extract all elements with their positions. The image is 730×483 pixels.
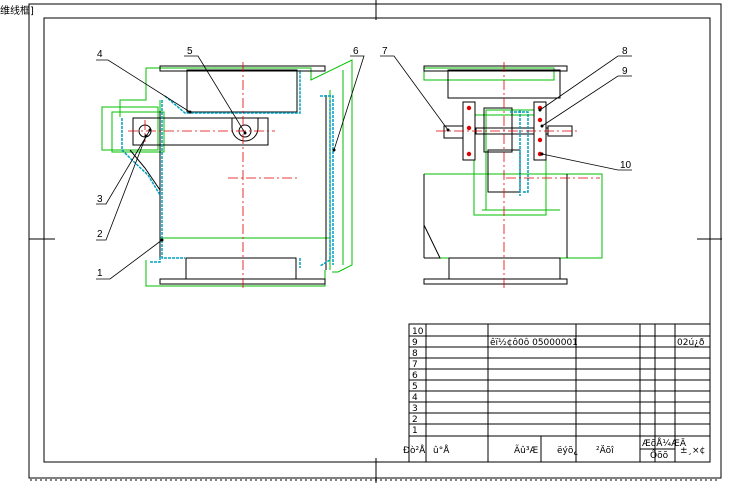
front-view-cyan-lines	[121, 70, 334, 268]
side-view-leaders	[380, 55, 632, 171]
part-label-10: 10	[620, 160, 632, 171]
drawing-frame	[28, 0, 722, 483]
row-number: 6	[412, 371, 418, 381]
row-number: 3	[412, 404, 418, 414]
header-col3: Ãû³Æ	[514, 445, 538, 456]
front-view	[96, 55, 365, 290]
side-view-green-lines	[423, 67, 603, 259]
row-number: 5	[412, 382, 418, 392]
header-col2: û°Å	[433, 444, 450, 456]
parts-table-grid	[408, 323, 711, 463]
front-view-leaders	[96, 55, 365, 280]
side-view	[380, 55, 632, 290]
part-label-9: 9	[622, 66, 628, 77]
part-label-5: 5	[187, 46, 193, 57]
parts-table-row-numbers: 10 9 8 7 6 5 4 3 2 1	[412, 327, 424, 436]
front-view-center-lines	[128, 62, 300, 290]
row-number: 10	[412, 327, 424, 337]
side-view-cyan-lines	[510, 110, 529, 196]
side-view-center-lines	[436, 62, 600, 290]
row-number: 4	[412, 393, 418, 403]
row9-right-text: 02ú¿ð	[677, 338, 705, 348]
side-view-dots	[446, 108, 544, 156]
header-col7: ±¸×¢	[680, 446, 705, 456]
side-view-outline	[423, 65, 573, 285]
part-label-6: 6	[353, 46, 359, 57]
row-number: 7	[412, 360, 418, 370]
header-col4: ëýõ¿	[557, 446, 578, 456]
header-col6-top: ÆõÅ¼ÆÄ	[642, 437, 687, 449]
part-label-2: 2	[97, 229, 103, 240]
parts-table-header: Ðò²Å û°Å Ãû³Æ ëýõ¿ ²Äõî ÆõÅ¼ÆÄ Ôõõ ±¸×¢	[403, 437, 705, 461]
row-number: 8	[412, 349, 418, 359]
part-label-7: 7	[382, 46, 388, 57]
front-view-green-lines	[101, 59, 353, 287]
header-col1: Ðò²Å	[403, 444, 426, 456]
row9-text: êï½¢ô0ô 05000001	[490, 337, 578, 348]
row-number: 9	[412, 338, 418, 348]
part-label-4: 4	[97, 49, 103, 60]
part-label-8: 8	[622, 46, 628, 57]
front-view-outline	[129, 65, 327, 285]
front-view-dots	[144, 110, 336, 242]
parts-table: 10 9 8 7 6 5 4 3 2 1 êï½¢ô0ô 05000001 02…	[403, 323, 711, 463]
header-col6-bottom: Ôõõ	[650, 449, 669, 461]
part-label-1: 1	[97, 268, 103, 279]
corner-label: 维线框]	[0, 6, 34, 17]
part-labels: 1 2 3 4 5 6 7 8 9 10	[97, 46, 632, 279]
part-label-3: 3	[97, 194, 103, 205]
row-number: 1	[412, 426, 418, 436]
row-number: 2	[412, 415, 418, 425]
header-col5: ²Äõî	[596, 445, 614, 456]
